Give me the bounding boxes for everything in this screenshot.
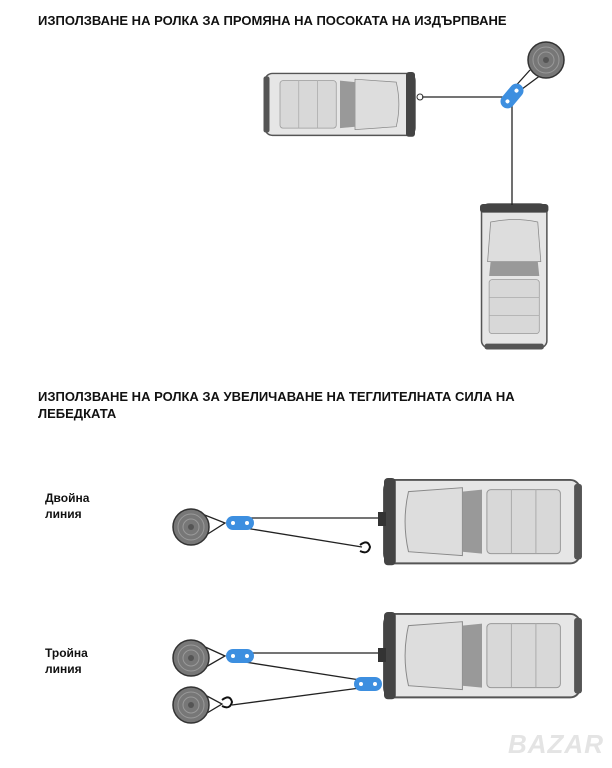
- roll-icon: [172, 686, 210, 724]
- roll-icon: [172, 639, 210, 677]
- hook-icon: [359, 541, 372, 554]
- winch-icon: [378, 648, 386, 662]
- anchor-roll-icon: [527, 41, 565, 79]
- watermark: BAZAR: [508, 729, 604, 759]
- car-triple: [383, 611, 583, 701]
- snatch-block-icon: [497, 80, 527, 112]
- triple-line-label: Тройна линия: [45, 646, 88, 676]
- roll-icon: [172, 508, 210, 546]
- snatch-block-icon: [354, 677, 382, 691]
- car-top-horizontal: [262, 71, 416, 138]
- rope: [422, 69, 546, 205]
- section1-title: ИЗПОЛЗВАНЕ НА РОЛКА ЗА ПРОМЯНА НА ПОСОКА…: [38, 13, 507, 28]
- section2-title: ИЗПОЛЗВАНЕ НА РОЛКА ЗА УВЕЛИЧАВАНЕ НА ТЕ…: [38, 389, 515, 421]
- rope-double: [191, 509, 382, 548]
- car-double: [383, 477, 583, 567]
- car-vertical: [479, 203, 550, 351]
- snatch-block-icon: [226, 516, 254, 530]
- hook-icon: [416, 93, 424, 101]
- rope-triple: [191, 640, 382, 723]
- hook-icon: [221, 696, 234, 709]
- winch-icon: [378, 512, 386, 526]
- snatch-block-icon: [226, 649, 254, 663]
- double-line-label: Двойна линия: [45, 491, 90, 521]
